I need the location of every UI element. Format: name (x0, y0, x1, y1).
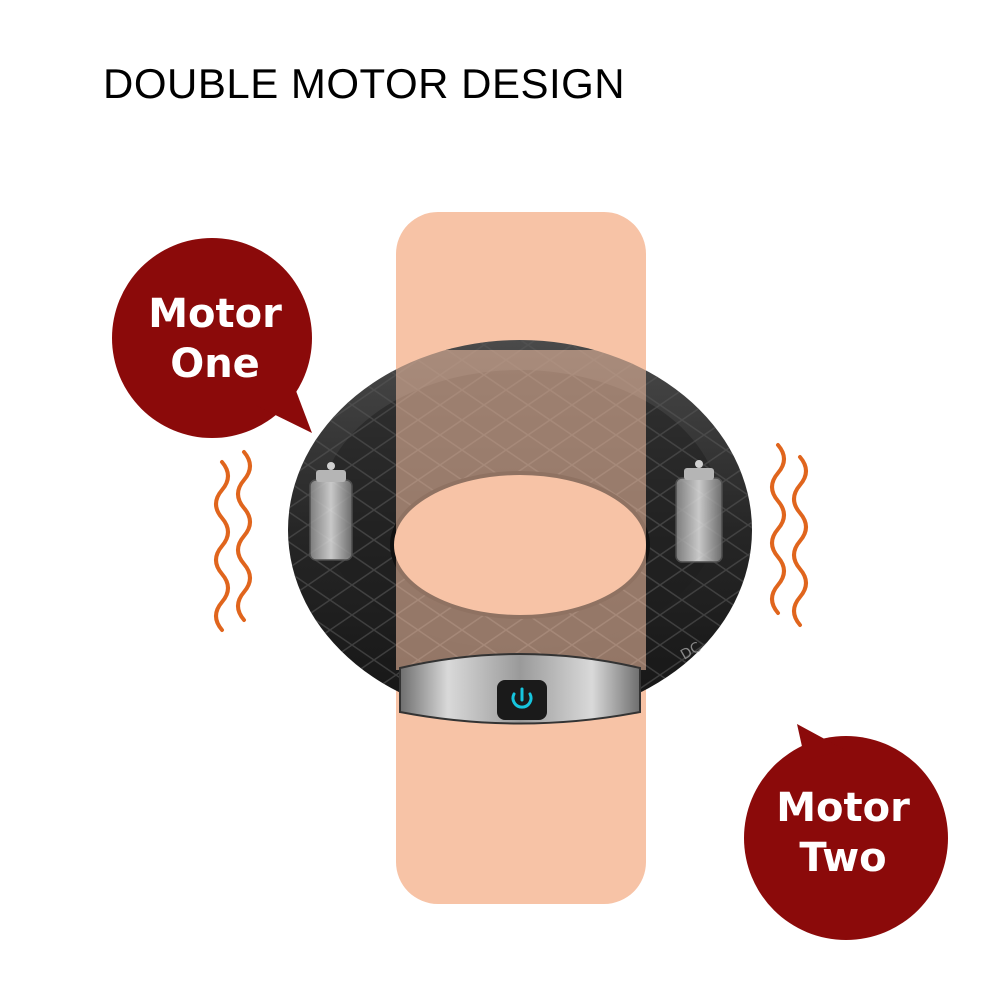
motor-one-label: Motor One (130, 289, 300, 389)
vibration-wave-left (214, 450, 252, 632)
vibration-wave-right (770, 443, 808, 627)
motor-two-label: Motor Two (758, 783, 928, 883)
motor-two-label-line1: Motor (776, 785, 910, 831)
motor-one-label-line2: One (170, 341, 260, 387)
motor-one (309, 462, 353, 561)
motor-one-label-line1: Motor (148, 291, 282, 337)
bubble-motor-one (112, 238, 312, 438)
power-icon (511, 687, 533, 709)
bubble-motor-two (744, 724, 948, 940)
motor-two (675, 460, 723, 563)
page-title: DOUBLE MOTOR DESIGN (103, 60, 626, 107)
motor-two-label-line2: Two (799, 835, 887, 881)
